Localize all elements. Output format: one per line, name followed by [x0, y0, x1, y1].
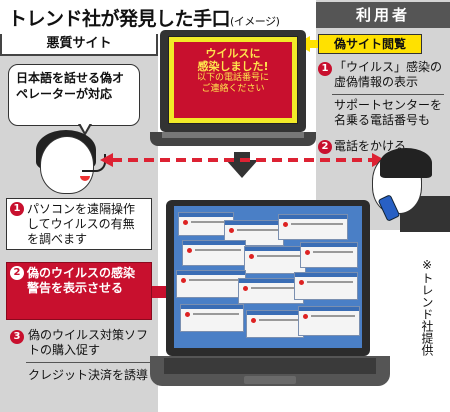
step-2-badge: 2 [10, 266, 24, 280]
fake-popup [298, 306, 360, 336]
item-2-badge: 2 [318, 140, 332, 154]
step-3-badge: 3 [10, 330, 24, 344]
fake-popup [176, 270, 246, 298]
arrow-to-laptop [152, 286, 168, 298]
step-1-box: パソコンを遠隔操作してウイルスの有無を調べます [6, 198, 152, 250]
step-1-text: パソコンを遠隔操作してウイルスの有無を調べます [27, 202, 136, 246]
title-sub: (イメージ) [230, 15, 280, 28]
step-2-text: 偽のウイルスの感染警告を表示させる [27, 266, 136, 295]
keyboard [164, 358, 376, 374]
item-1b-text: サポートセンターを名乗る電話番号も [334, 98, 443, 127]
right-header: 利用者 [316, 2, 450, 28]
fake-popup [294, 272, 358, 300]
step-1-badge: 1 [10, 202, 24, 216]
fake-popup [182, 240, 246, 266]
title-main: トレンド社が発見した手口 [8, 8, 231, 30]
fake-popup [244, 246, 306, 274]
step-3-text: 偽のウイルス対策ソフトの購入促す [28, 328, 149, 357]
warning-line-1: ウイルスに [205, 47, 261, 60]
left-header: 悪質サイト [0, 34, 158, 56]
step-4-text: クレジット決済を誘導 [28, 368, 149, 382]
phone-call-connection [112, 158, 372, 162]
touchpad [244, 376, 296, 384]
item-2-text: 電話をかける [334, 139, 407, 153]
fake-popup [246, 310, 304, 338]
virus-warning: ウイルスに 感染しました! 以下の電話番号に ご連絡ください [174, 42, 292, 118]
item-1-badge: 1 [318, 62, 332, 76]
fake-popup [180, 304, 244, 332]
popup-flooded-screen [174, 206, 362, 348]
arrow-down-icon [234, 152, 250, 162]
warning-line-4: ご連絡ください [201, 84, 265, 94]
warning-line-2: 感染しました! [197, 60, 269, 73]
fake-popup [278, 214, 348, 240]
fake-popup [300, 242, 358, 268]
item-1-text: 「ウイルス」感染の虚偽情報の表示 [334, 60, 443, 89]
page-title: トレンド社が発見した手口(イメージ) [8, 4, 280, 31]
image-credit: ※トレンド社提供 [420, 258, 434, 356]
operator-bubble: 日本語を話せる偽オペレーターが対応 [8, 64, 140, 126]
fake-site-label: 偽サイト閲覧 [318, 34, 422, 54]
fake-popup [238, 278, 304, 304]
warning-line-3: 以下の電話番号に [196, 73, 269, 83]
step-2-box: 偽のウイルスの感染警告を表示させる [6, 262, 152, 320]
